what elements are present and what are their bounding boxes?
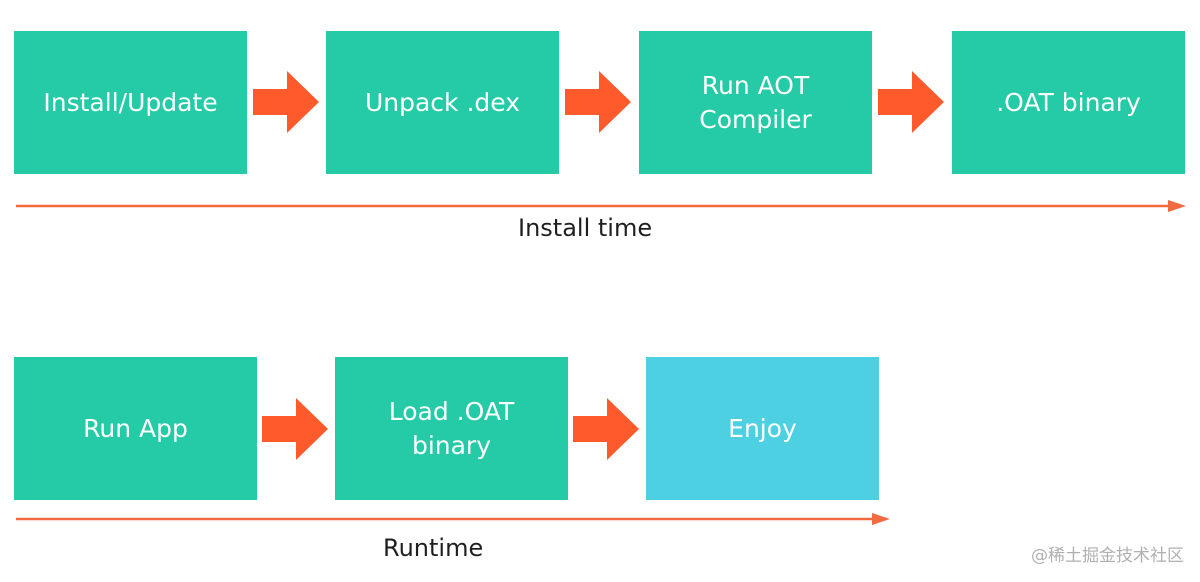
- step-load-oat-binary: Load .OAT binary: [335, 357, 568, 500]
- step-install-update: Install/Update: [14, 31, 247, 174]
- step-label: Enjoy: [728, 413, 797, 443]
- watermark: @稀土掘金技术社区: [1031, 546, 1184, 566]
- step-run-app: Run App: [14, 357, 257, 500]
- step-label: Load .OAT binary: [388, 396, 515, 460]
- runtime-label: Runtime: [383, 534, 484, 562]
- step-label: .OAT binary: [996, 87, 1141, 117]
- right-arrow-icon: [573, 398, 639, 460]
- runtime-timeline-arrow: [16, 513, 890, 525]
- step-label: Unpack .dex: [364, 87, 521, 117]
- right-arrow-icon: [253, 71, 319, 133]
- step-run-aot-compiler: Run AOT Compiler: [639, 31, 872, 174]
- right-arrow-icon: [878, 71, 944, 133]
- step-enjoy: Enjoy: [646, 357, 879, 500]
- right-arrow-icon: [565, 71, 631, 133]
- step-unpack-dex: Unpack .dex: [326, 31, 559, 174]
- install-timeline-arrow: [16, 200, 1186, 212]
- right-arrow-icon: [262, 398, 328, 460]
- step-label: Install/Update: [43, 87, 218, 117]
- step-label: Run App: [83, 413, 188, 443]
- step-label: Run AOT Compiler: [699, 70, 812, 134]
- step-oat-binary: .OAT binary: [952, 31, 1185, 174]
- install-time-label: Install time: [518, 214, 653, 242]
